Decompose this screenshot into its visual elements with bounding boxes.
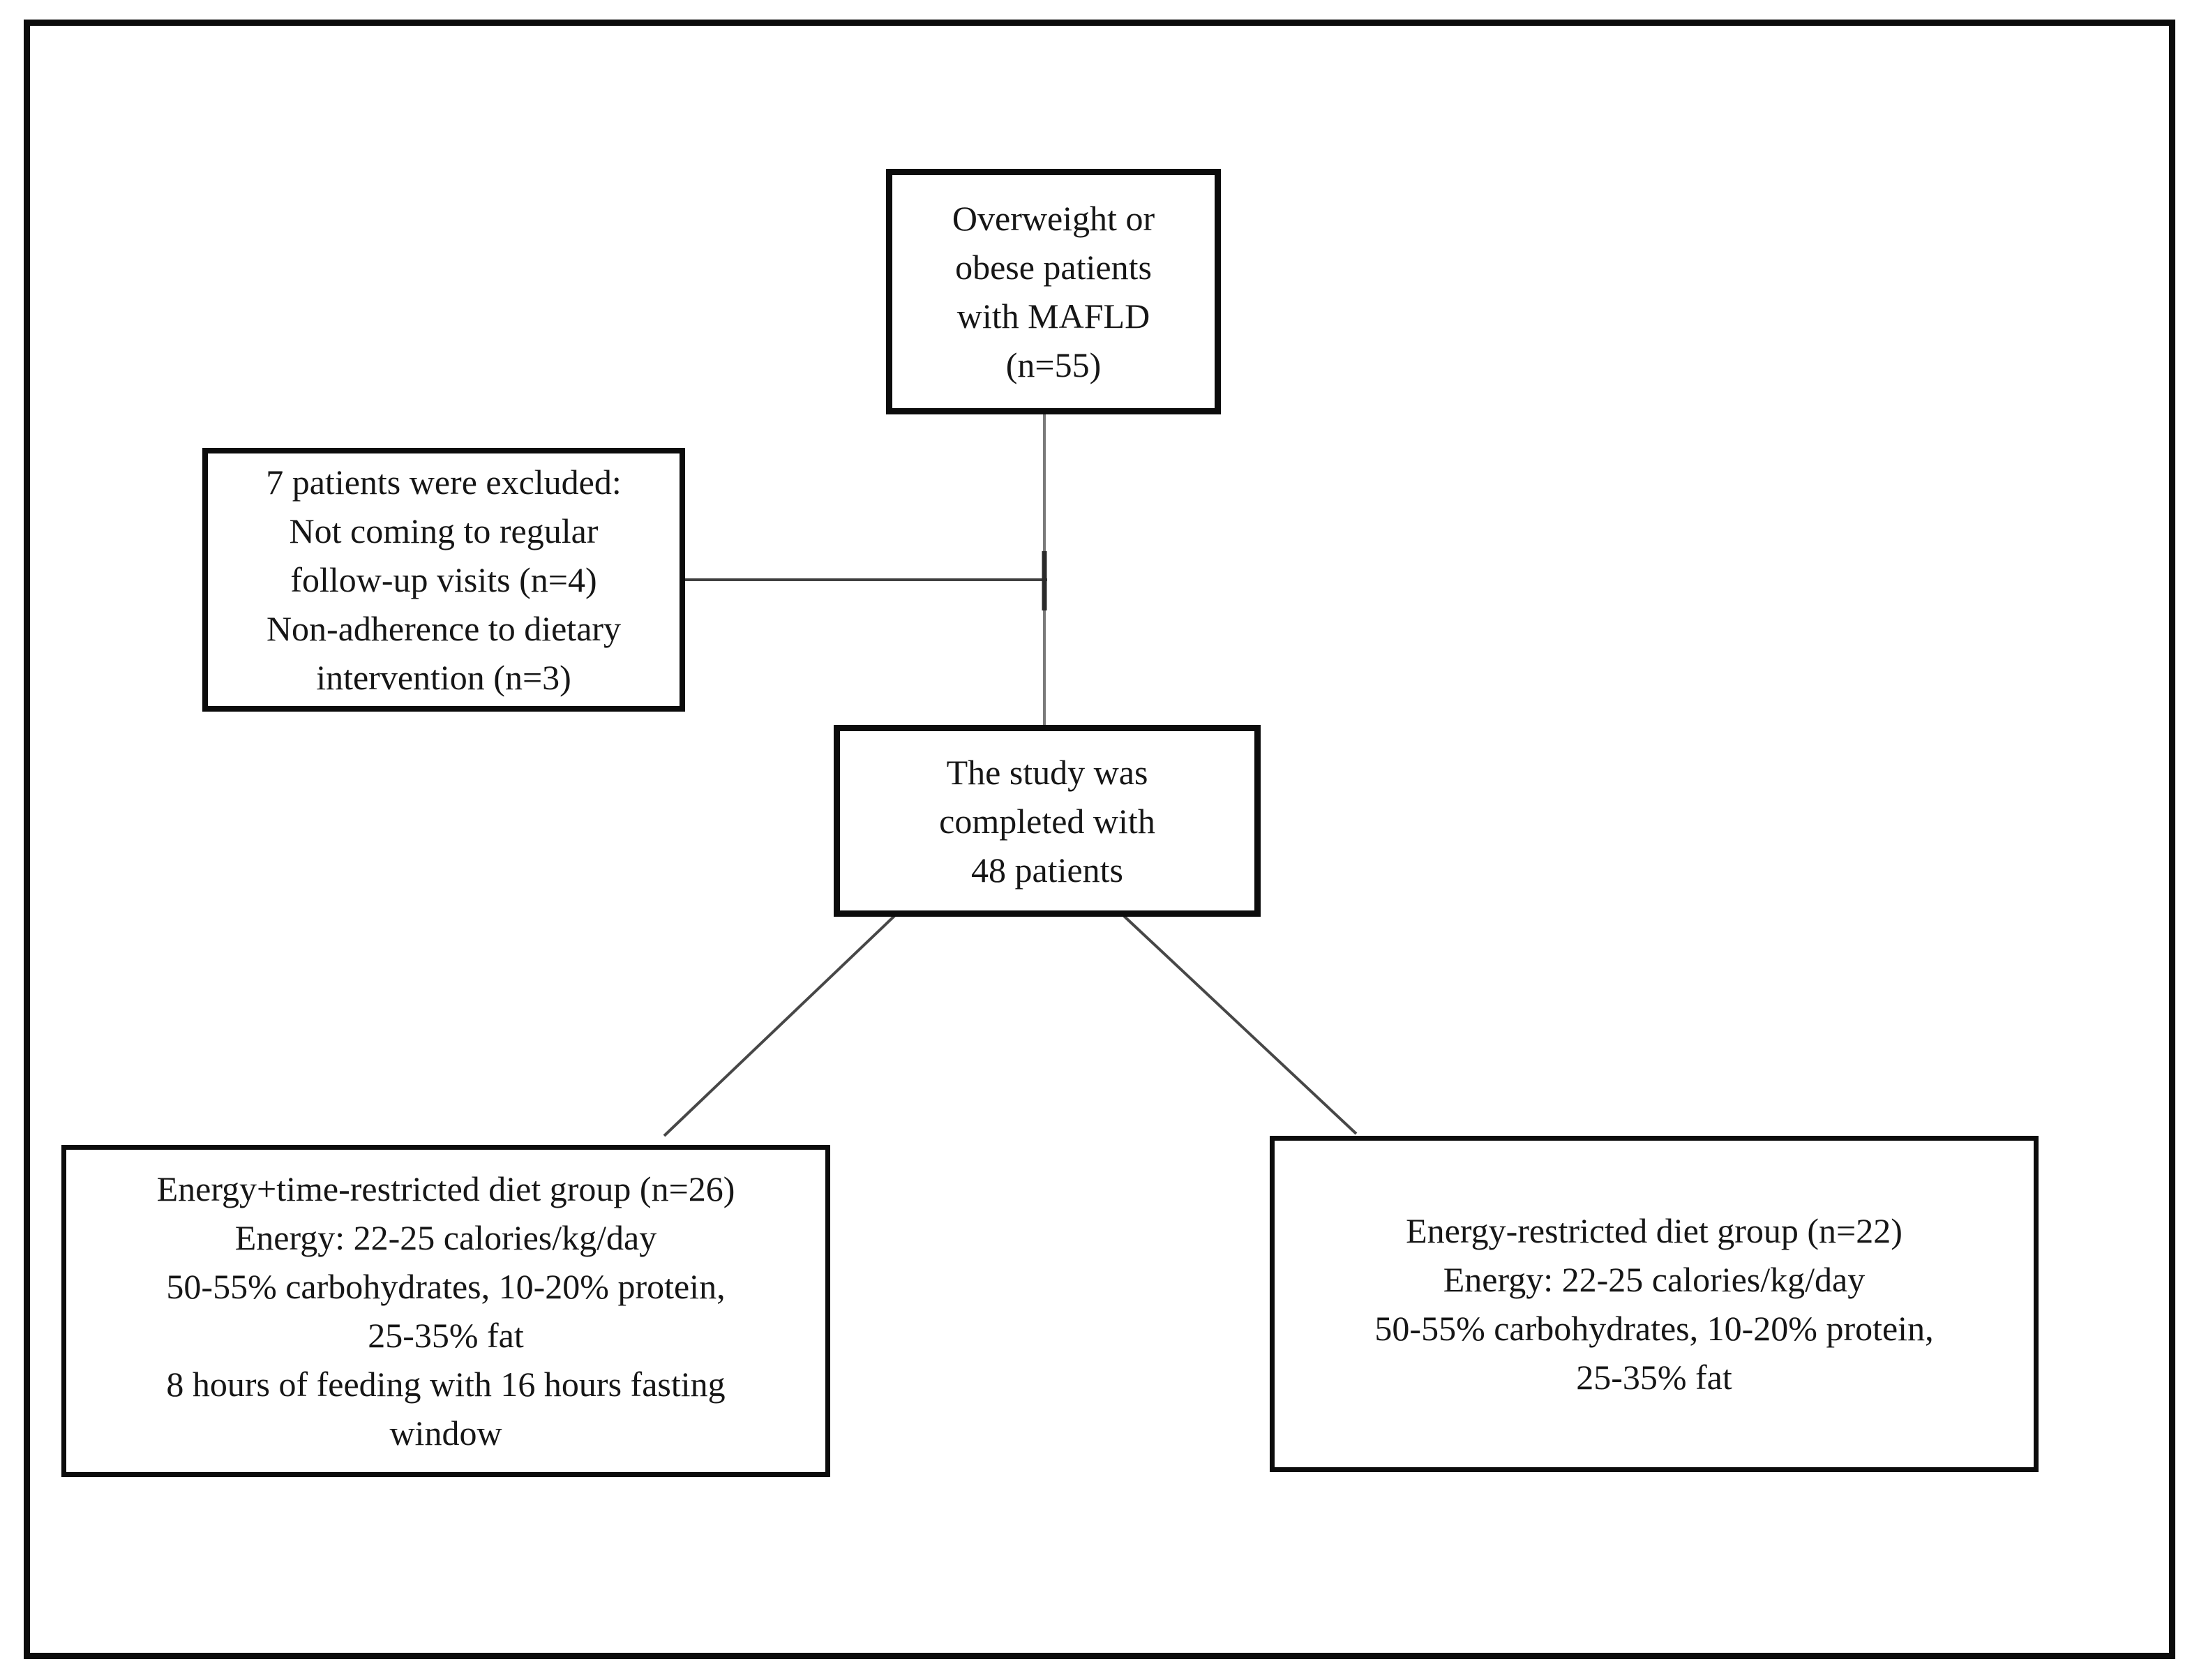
enrollment-line: with MAFLD xyxy=(956,297,1150,336)
excluded-line: intervention (n=3) xyxy=(316,658,571,697)
completed-box: The study was completed with 48 patients xyxy=(834,725,1261,917)
excluded-line: Not coming to regular xyxy=(289,511,599,550)
energy-time-restricted-group-line: 50-55% carbohydrates, 10-20% protein, xyxy=(166,1267,726,1306)
energy-time-restricted-group-box: Energy+time-restricted diet group (n=26)… xyxy=(61,1145,830,1477)
energy-restricted-group-box: Energy-restricted diet group (n=22) Ener… xyxy=(1270,1136,2039,1472)
completed-line: The study was xyxy=(946,752,1148,792)
excluded-line: Non-adherence to dietary xyxy=(266,609,622,648)
enrollment-line: obese patients xyxy=(955,248,1152,287)
energy-restricted-group-line: 25-35% fat xyxy=(1576,1358,1732,1397)
energy-time-restricted-group-line: 25-35% fat xyxy=(368,1316,524,1355)
excluded-line: follow-up visits (n=4) xyxy=(290,560,597,599)
enrollment-line: Overweight or xyxy=(952,199,1155,238)
energy-time-restricted-group-line: window xyxy=(389,1413,502,1453)
connector-completed-to-er-group xyxy=(1122,914,1358,1135)
enrollment-box: Overweight or obese patients with MAFLD … xyxy=(886,169,1221,414)
excluded-line: 7 patients were excluded: xyxy=(266,463,622,502)
energy-time-restricted-group-line: Energy+time-restricted diet group (n=26) xyxy=(156,1169,735,1208)
energy-restricted-group-line: 50-55% carbohydrates, 10-20% protein, xyxy=(1374,1309,1934,1348)
completed-line: 48 patients xyxy=(970,850,1124,890)
energy-restricted-group-line: Energy: 22-25 calories/kg/day xyxy=(1443,1260,1866,1299)
completed-line: completed with xyxy=(939,801,1155,841)
excluded-box: 7 patients were excluded: Not coming to … xyxy=(202,448,685,712)
energy-time-restricted-group-line: Energy: 22-25 calories/kg/day xyxy=(234,1218,657,1257)
connector-completed-to-etr-group xyxy=(663,914,896,1137)
enrollment-line: (n=55) xyxy=(1005,345,1102,384)
figure-outer-frame xyxy=(24,20,2175,1659)
energy-restricted-group-line: Energy-restricted diet group (n=22) xyxy=(1406,1211,1902,1250)
energy-time-restricted-group-line: 8 hours of feeding with 16 hours fasting xyxy=(166,1365,726,1404)
